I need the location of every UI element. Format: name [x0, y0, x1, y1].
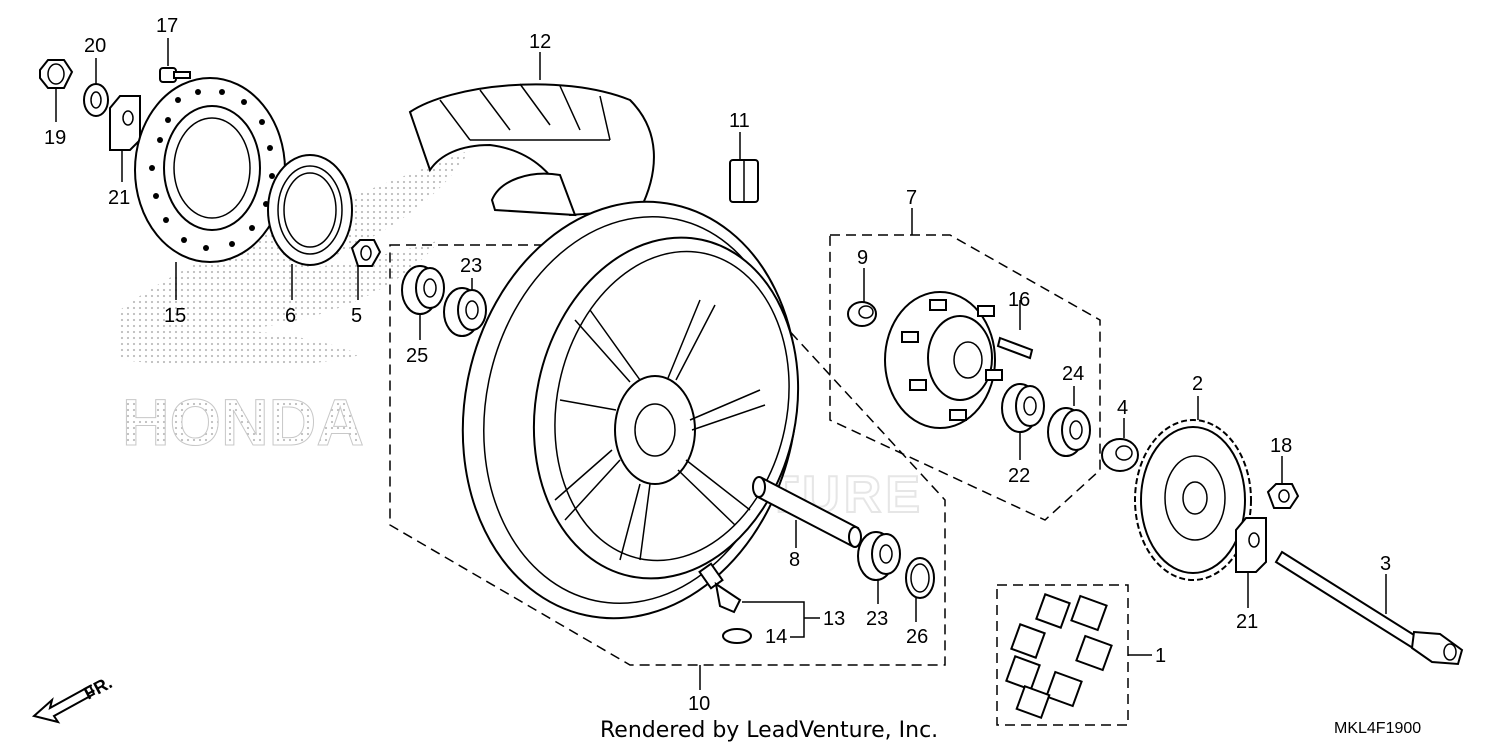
brake-disc-15[interactable] [134, 77, 286, 263]
callout-18[interactable]: 18 [1270, 435, 1292, 457]
callout-11[interactable]: 11 [729, 110, 750, 132]
callout-10[interactable]: 10 [688, 693, 710, 715]
bracket-21-left[interactable] [109, 95, 141, 151]
callout-6[interactable]: 6 [285, 305, 296, 327]
front-direction-arrow: FR. [31, 672, 115, 724]
sprocket-2[interactable] [1134, 419, 1252, 581]
callout-9[interactable]: 9 [857, 247, 868, 269]
callout-4[interactable]: 4 [1117, 397, 1128, 419]
bearing-24[interactable] [1047, 407, 1091, 457]
bearing-25[interactable] [401, 265, 445, 315]
callout-14[interactable]: 14 [765, 626, 787, 648]
callout-5[interactable]: 5 [351, 305, 362, 327]
bearing-23-lower[interactable] [857, 531, 901, 581]
callout-12[interactable]: 12 [529, 31, 551, 53]
callout-22[interactable]: 22 [1008, 465, 1030, 487]
bracket-21-right[interactable] [1235, 517, 1267, 573]
washer-20[interactable] [83, 83, 109, 117]
callout-3[interactable]: 3 [1380, 553, 1391, 575]
callout-13[interactable]: 13 [823, 608, 845, 630]
tire-12[interactable] [408, 83, 655, 217]
axle-tube-8[interactable] [752, 476, 862, 548]
wheel-10[interactable] [425, 170, 835, 649]
callout-15[interactable]: 15 [164, 305, 186, 327]
wheel-assembly-box [389, 211, 946, 666]
o-ring-14[interactable] [722, 628, 752, 644]
balance-weight-11[interactable] [729, 159, 759, 203]
pulser-ring-6[interactable] [267, 154, 353, 266]
callout-1[interactable]: 1 [1155, 645, 1166, 667]
honda-wordmark: HONDA [122, 385, 364, 459]
bearing-23-upper[interactable] [443, 287, 487, 337]
callout-7[interactable]: 7 [906, 187, 917, 209]
callout-19[interactable]: 19 [44, 127, 66, 149]
hub-flange[interactable] [884, 291, 1003, 429]
axle-bolt-3[interactable] [1274, 550, 1464, 666]
callout-26[interactable]: 26 [906, 626, 928, 648]
callout-8[interactable]: 8 [789, 549, 800, 571]
hub-assembly-box [829, 234, 1101, 521]
valve-13[interactable] [698, 562, 742, 614]
callout-16[interactable]: 16 [1008, 289, 1030, 311]
callout-21-right[interactable]: 21 [1236, 611, 1258, 633]
callout-23-lower[interactable]: 23 [866, 608, 888, 630]
diagram-code: MKL4F1900 [1334, 720, 1422, 737]
nut-18[interactable] [1266, 483, 1300, 509]
callout-numbers: 1 2 3 4 5 6 7 8 9 10 11 12 13 14 15 16 1… [44, 15, 1391, 715]
callout-20[interactable]: 20 [84, 35, 106, 57]
credit-text: Rendered by LeadVenture, Inc. [600, 718, 939, 743]
callout-23-upper[interactable]: 23 [460, 255, 482, 277]
leader-lines [55, 38, 1387, 690]
callout-25[interactable]: 25 [406, 345, 428, 367]
stud-16[interactable] [996, 336, 1034, 360]
collar-4[interactable] [1101, 438, 1139, 472]
damper-1[interactable] [1005, 593, 1113, 720]
callout-2[interactable]: 2 [1192, 373, 1203, 395]
bearing-22[interactable] [1001, 383, 1045, 433]
damper-box [996, 584, 1129, 726]
callout-21-left[interactable]: 21 [108, 187, 130, 209]
callout-17[interactable]: 17 [156, 15, 178, 37]
circlip-26[interactable] [905, 557, 935, 599]
collar-9[interactable] [847, 301, 877, 327]
bolt-17[interactable] [159, 67, 191, 83]
nut-19[interactable] [39, 59, 74, 89]
callout-24[interactable]: 24 [1062, 363, 1084, 385]
